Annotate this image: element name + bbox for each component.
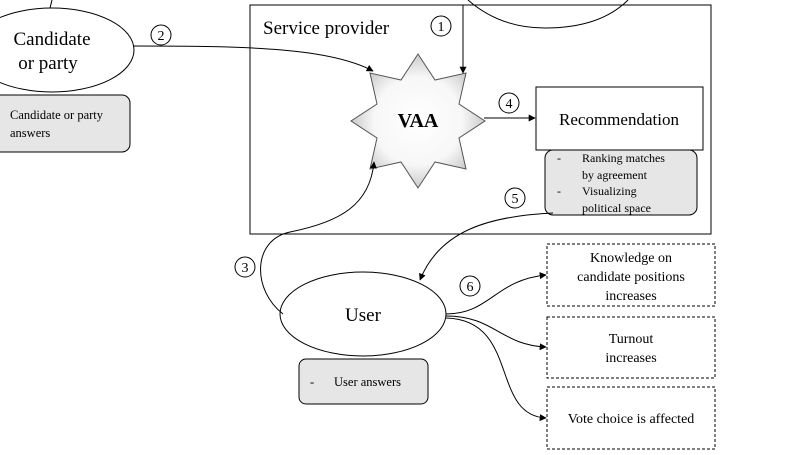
- arrow-step-6-knowledge: [445, 272, 547, 315]
- candidate-label-line1: Candidate: [13, 29, 90, 50]
- recommendation-notes: [544, 149, 698, 216]
- outcome-turnout-box: [546, 316, 716, 379]
- service-provider-label: Service provider: [263, 18, 390, 39]
- svg-text:6: 6: [467, 280, 474, 295]
- user-answers-bullet: -: [310, 375, 314, 389]
- rec-note-item2-line1: Visualizing: [582, 184, 637, 198]
- arrow-step-5: [419, 212, 554, 281]
- rec-note-bullet-1: -: [557, 151, 561, 165]
- user-answers-note: [298, 358, 429, 405]
- outcome-turnout-line2: increases: [605, 351, 656, 366]
- vaa-node: [350, 53, 486, 189]
- step-1-marker: 1: [430, 15, 452, 37]
- user-label: User: [345, 305, 382, 326]
- step-2-marker: 2: [150, 24, 172, 46]
- service-provider-frame: [249, 4, 712, 235]
- candidate-answers-line2: answers: [10, 126, 50, 140]
- top-partial-ellipse: [467, 0, 629, 29]
- rec-note-bullet-2: -: [557, 184, 561, 198]
- arrow-step-2: [132, 45, 374, 72]
- step-3-marker: 3: [234, 256, 256, 278]
- outcome-vote-box: [546, 386, 716, 450]
- arrow-step-3: [260, 161, 377, 315]
- rec-note-item1-line2: by agreement: [582, 168, 648, 182]
- svg-text:1: 1: [438, 20, 445, 35]
- recommendation-node: [535, 86, 704, 151]
- recommendation-label: Recommendation: [559, 110, 679, 129]
- rec-note-item2-line2: political space: [582, 201, 651, 215]
- candidate-answers-line1: Candidate or party: [10, 108, 104, 122]
- outcome-turnout-line1: Turnout: [609, 332, 654, 347]
- step-6-marker: 6: [459, 275, 481, 297]
- outcome-vote-label: Vote choice is affected: [568, 412, 695, 427]
- svg-text:4: 4: [506, 97, 513, 112]
- candidate-answers-note: [0, 94, 131, 153]
- candidate-node: [0, 7, 135, 93]
- outcome-knowledge-line1: Knowledge on: [590, 251, 672, 266]
- arrow-step-6-turnout: [445, 315, 547, 351]
- top-left-stub: [49, 0, 53, 9]
- user-answers-label: User answers: [334, 375, 401, 389]
- outcome-knowledge-line2: candidate positions: [577, 270, 685, 285]
- rec-note-item1-line1: Ranking matches: [582, 151, 665, 165]
- svg-text:5: 5: [512, 192, 519, 207]
- vaa-label: VAA: [398, 110, 439, 132]
- step-5-marker: 5: [504, 187, 526, 209]
- arrow-step-6-vote: [445, 317, 547, 422]
- outcome-knowledge-box: [546, 243, 716, 307]
- candidate-label-line2: or party: [18, 53, 78, 74]
- step-4-marker: 4: [498, 92, 520, 114]
- svg-text:2: 2: [158, 29, 165, 44]
- svg-text:3: 3: [242, 261, 249, 276]
- outcome-knowledge-line3: increases: [605, 289, 656, 304]
